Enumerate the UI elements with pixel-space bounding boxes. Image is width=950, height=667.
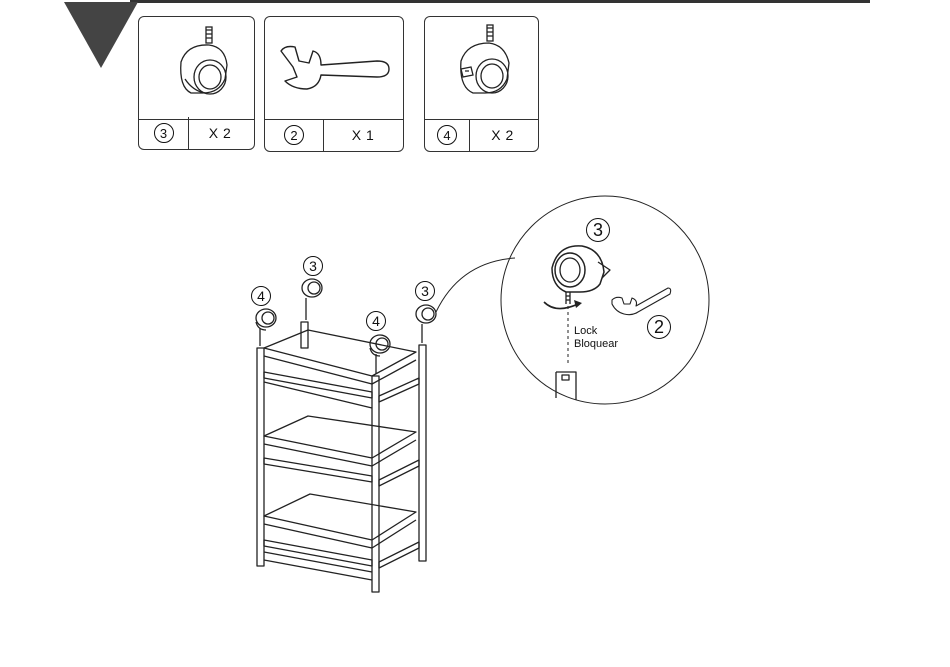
- callout-front-right: 4: [366, 311, 386, 331]
- caster-back-right: [416, 305, 436, 343]
- detail-wrench-number: 2: [647, 315, 671, 339]
- detail-post: [556, 372, 576, 400]
- callout-back-left: 3: [303, 256, 323, 276]
- shelf-board-bottom: [264, 494, 416, 548]
- detail-wrench: [612, 288, 671, 315]
- detail-caster-number: 3: [586, 218, 610, 242]
- detail-leader-line: [436, 258, 515, 312]
- caster-back-left: [302, 279, 322, 320]
- shelf-board-middle: [264, 416, 416, 466]
- shelf-rails-3: [264, 540, 419, 580]
- detail-caster: [552, 246, 610, 304]
- lock-label-es: Bloquear: [574, 338, 618, 351]
- callout-back-right: 3: [415, 281, 435, 301]
- caster-front-left: [256, 309, 276, 346]
- lock-label: Lock: [574, 325, 597, 338]
- rotation-arrow: [544, 302, 578, 309]
- shelf-rails-1: [264, 372, 419, 408]
- callout-front-left: 4: [251, 286, 271, 306]
- shelf-rails-2: [264, 458, 419, 486]
